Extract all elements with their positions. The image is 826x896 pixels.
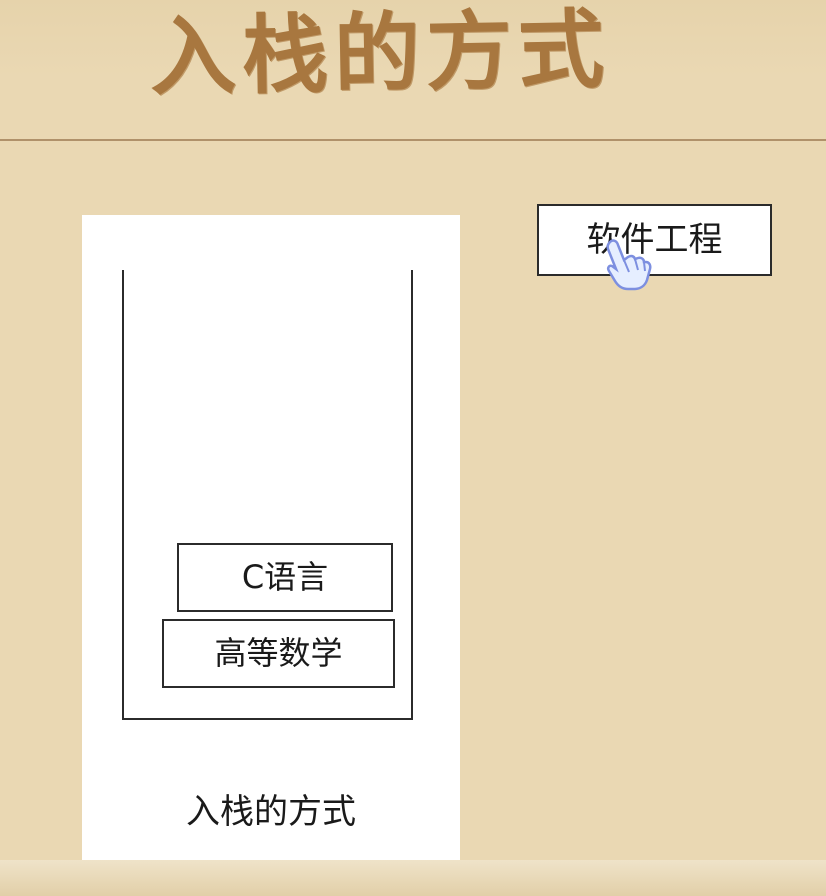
slide-title: 入栈的方式	[149, 0, 611, 109]
incoming-item-software-engineering[interactable]: 软件工程	[537, 204, 772, 276]
stack-left-wall	[122, 270, 124, 720]
stack-diagram-panel	[82, 215, 460, 862]
title-band	[0, 0, 826, 140]
title-divider	[0, 139, 826, 141]
hand-pointer-icon	[600, 238, 654, 292]
stack-diagram-caption: 入栈的方式	[186, 792, 356, 832]
stack-item-c-language[interactable]: C语言	[177, 543, 393, 612]
stack-bottom	[122, 718, 413, 720]
stack-item-advanced-math[interactable]: 高等数学	[162, 619, 395, 688]
bottom-edge	[0, 860, 826, 896]
stack-right-wall	[411, 270, 413, 720]
